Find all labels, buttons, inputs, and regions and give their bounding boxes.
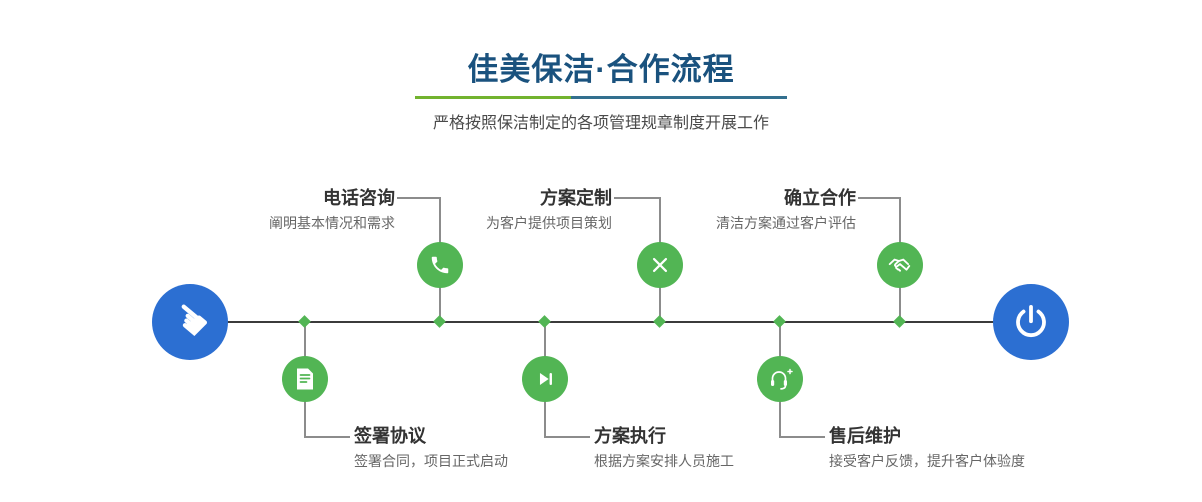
timeline-node-diamond (298, 315, 311, 328)
connector-line (858, 197, 901, 199)
step-title: 签署协议 (354, 426, 426, 446)
step-desc: 根据方案安排人员施工 (594, 453, 734, 469)
timeline-line (226, 321, 995, 323)
step-title: 方案定制 (540, 188, 612, 208)
end-node (993, 284, 1069, 360)
step-node-cooperate (877, 242, 923, 288)
connector-line (779, 436, 825, 438)
connector-line (397, 197, 441, 199)
step-label-sign: 签署协议 签署合同，项目正式启动 (354, 426, 508, 470)
divider-blue-segment (571, 96, 787, 99)
hand-pointer-icon: ☚ (160, 288, 221, 351)
document-icon (297, 368, 313, 390)
play-icon (539, 373, 552, 385)
handshake-icon (888, 258, 911, 272)
step-label-aftersale: 售后维护 接受客户反馈，提升客户体验度 (829, 426, 1025, 470)
timeline-node-diamond (538, 315, 551, 328)
step-desc: 清洁方案通过客户评估 (716, 215, 856, 231)
step-node-plan (637, 242, 683, 288)
page-title: 佳美保洁·合作流程 (467, 52, 735, 87)
step-title: 方案执行 (594, 426, 666, 446)
step-node-sign (282, 356, 328, 402)
step-desc: 接受客户反馈，提升客户体验度 (829, 453, 1025, 469)
timeline-node-diamond (773, 315, 786, 328)
power-icon (1016, 305, 1046, 338)
title-divider (415, 96, 787, 99)
timeline-node-diamond (653, 315, 666, 328)
step-label-execute: 方案执行 根据方案安排人员施工 (594, 426, 734, 470)
step-node-aftersale (757, 356, 803, 402)
divider-green-segment (415, 96, 572, 99)
step-label-plan: 方案定制 为客户提供项目策划 (486, 188, 612, 232)
step-node-phone (417, 242, 463, 288)
step-title: 售后维护 (829, 426, 901, 446)
phone-icon (431, 256, 449, 274)
connector-line (614, 197, 660, 199)
headset-icon (771, 368, 793, 390)
start-node: ☚ (152, 284, 228, 360)
connector-line (544, 436, 590, 438)
timeline-node-diamond (893, 315, 906, 328)
timeline-node-diamond (433, 315, 446, 328)
page-subtitle: 严格按照保洁制定的各项管理规章制度开展工作 (432, 115, 769, 132)
step-desc: 签署合同，项目正式启动 (354, 453, 508, 469)
step-label-cooperate: 确立合作 清洁方案通过客户评估 (716, 188, 856, 232)
step-desc: 为客户提供项目策划 (486, 215, 612, 231)
connector-line (304, 436, 350, 438)
step-title: 电话咨询 (323, 188, 395, 208)
step-desc: 阐明基本情况和需求 (269, 215, 395, 231)
step-label-phone: 电话咨询 阐明基本情况和需求 (269, 188, 395, 232)
pencil-icon (652, 257, 668, 273)
step-title: 确立合作 (784, 188, 856, 208)
step-node-execute (522, 356, 568, 402)
